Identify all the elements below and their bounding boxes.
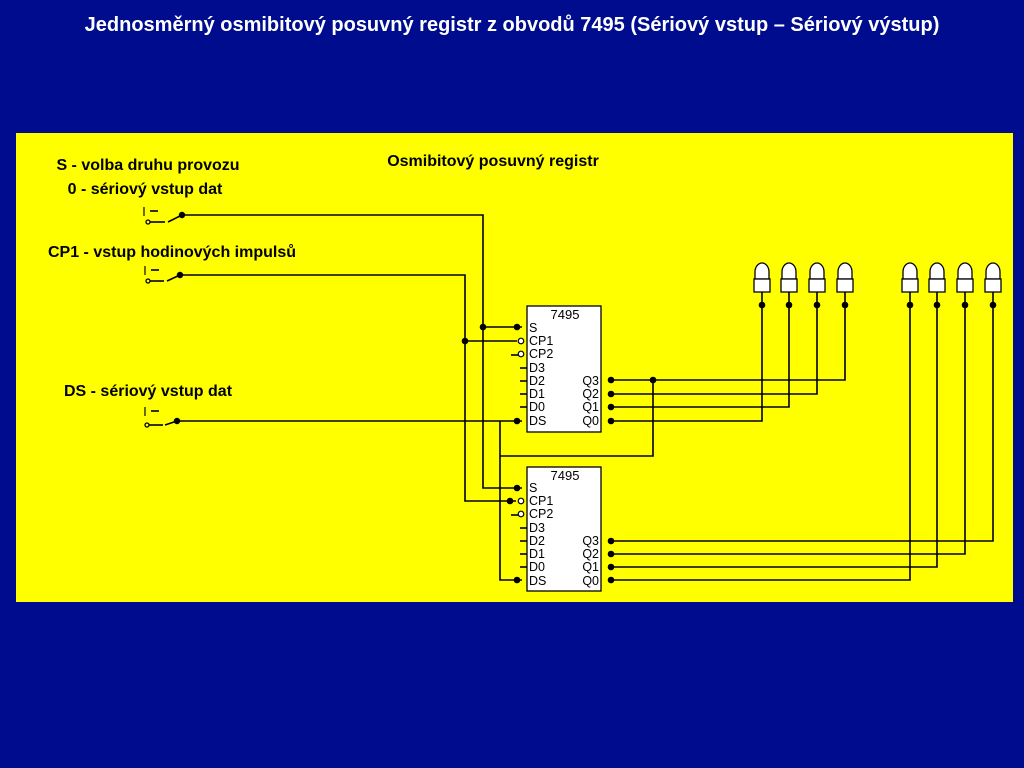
led-4: [836, 262, 854, 305]
chip-7495-upper: 7495 S CP1 CP2 D3 D2 D1 D0 DS Q3 Q2 Q1 Q…: [517, 305, 602, 433]
led-5: [901, 262, 919, 305]
led-7: [956, 262, 974, 305]
led-6: [928, 262, 946, 305]
chip-lower-pin-q1: Q1: [582, 560, 599, 574]
chip-upper-pin-d0: D0: [529, 400, 545, 414]
chip-lower-pin-ds: DS: [529, 574, 546, 588]
chip-upper-pin-d3: D3: [529, 361, 545, 375]
chip-upper-pin-cp1: CP1: [529, 334, 553, 348]
ds-label: DS - sériový vstup dat: [64, 383, 233, 400]
junction-dots: [461, 301, 997, 584]
chip-upper-pin-ds: DS: [529, 414, 546, 428]
chip-upper-pin-q0: Q0: [582, 414, 599, 428]
cp1-label: CP1 - vstup hodinových impulsů: [48, 244, 296, 261]
chip-lower-pin-d3: D3: [529, 521, 545, 535]
led-indicators: [753, 262, 1002, 305]
chip-upper-pin-q2: Q2: [582, 387, 599, 401]
switch-s[interactable]: I: [142, 205, 186, 225]
chip-upper-name: 7495: [551, 307, 580, 322]
s-label-title: S - volba druhu provozu: [56, 157, 239, 174]
chip-upper-pin-q3: Q3: [582, 374, 599, 388]
chip-lower-pin-q2: Q2: [582, 547, 599, 561]
chip-lower-pin-cp1: CP1: [529, 494, 553, 508]
chip-lower-pin-q0: Q0: [582, 574, 599, 588]
shift-register-schematic: Osmibitový posuvný registr S - volba dru…: [48, 153, 1002, 592]
chip-lower-pin-d0: D0: [529, 560, 545, 574]
led-2: [780, 262, 798, 305]
chip-lower-pin-d1: D1: [529, 547, 545, 561]
s-label-sub: 0 - sériový vstup dat: [68, 181, 223, 198]
switch-ds-mark: I: [143, 405, 146, 419]
switch-s-mark: I: [142, 205, 145, 219]
chip-7495-lower: 7495 S CP1 CP2 D3 D2 D1 D0 DS Q3 Q2 Q1 Q…: [517, 466, 602, 592]
led-1: [753, 262, 771, 305]
chip-lower-pin-s: S: [529, 481, 537, 495]
schematic-panel: Osmibitový posuvný registr S - volba dru…: [16, 133, 1013, 602]
switch-cp1-mark: I: [143, 264, 146, 278]
chip-upper-pin-cp2: CP2: [529, 347, 553, 361]
slide-title: Jednosměrný osmibitový posuvný registr z…: [84, 14, 940, 36]
wiring: [177, 214, 994, 581]
chip-lower-name: 7495: [551, 468, 580, 483]
led-3: [808, 262, 826, 305]
chip-upper-pin-s: S: [529, 321, 537, 335]
switch-ds[interactable]: I: [143, 405, 181, 428]
switch-cp1[interactable]: I: [143, 264, 184, 284]
chip-lower-pin-cp2: CP2: [529, 507, 553, 521]
chip-lower-pin-q3: Q3: [582, 534, 599, 548]
register-header: Osmibitový posuvný registr: [387, 153, 599, 170]
chip-upper-pin-d1: D1: [529, 387, 545, 401]
led-8: [984, 262, 1002, 305]
chip-lower-pin-d2: D2: [529, 534, 545, 548]
chip-upper-pin-q1: Q1: [582, 400, 599, 414]
chip-upper-pin-d2: D2: [529, 374, 545, 388]
